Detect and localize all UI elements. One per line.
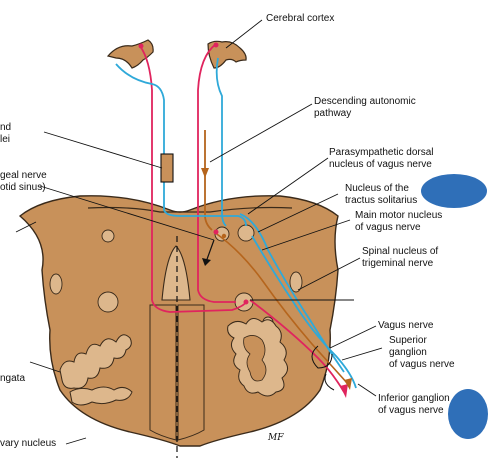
pyramid-right bbox=[177, 304, 205, 441]
red-pathway-right bbox=[197, 43, 236, 303]
label-left-1a: nd bbox=[0, 122, 12, 133]
olivary-nucleus-left bbox=[59, 334, 132, 389]
red-pathway-left bbox=[139, 45, 247, 313]
olivary-nucleus-right-inner bbox=[243, 335, 267, 382]
label-superior-3: of vagus nerve bbox=[389, 359, 455, 370]
central-structure bbox=[161, 245, 191, 301]
motor-nucleus-dot bbox=[243, 299, 249, 305]
pyramid-left bbox=[149, 304, 177, 441]
highlight-box bbox=[160, 153, 174, 183]
label-main-motor-2: of vagus nerve bbox=[355, 222, 421, 233]
label-main-motor-1: Main motor nucleus bbox=[355, 210, 443, 221]
red-arrowhead bbox=[340, 384, 348, 398]
label-superior-2: ganglion bbox=[389, 347, 427, 358]
dorsal-nucleus-dot-red bbox=[213, 229, 219, 235]
glossopharyngeal-arrowhead bbox=[202, 258, 211, 266]
label-parasym-2: nucleus of vagus nerve bbox=[329, 159, 432, 170]
red-dot-right bbox=[213, 42, 219, 48]
nucleus-left-side bbox=[49, 273, 63, 295]
label-solitarius-2: tractus solitarius bbox=[345, 195, 418, 206]
nucleus-left-top bbox=[101, 229, 115, 243]
red-vagus-efferent bbox=[249, 299, 345, 393]
label-left-3: ngata bbox=[0, 373, 26, 384]
left-cortex-fragment bbox=[106, 39, 154, 69]
label-cerebral-cortex: Cerebral cortex bbox=[266, 13, 335, 24]
nucleus-spinal-trigeminal bbox=[289, 271, 303, 293]
label-left-2a: geal nerve bbox=[0, 170, 47, 181]
dorsal-nucleus-dot-brown bbox=[221, 233, 227, 239]
label-spinal-1: Spinal nucleus of bbox=[362, 246, 439, 257]
descending-autonomic-pathway bbox=[204, 130, 213, 231]
label-solitarius-1: Nucleus of the bbox=[345, 183, 409, 194]
superior-ganglion-loop bbox=[311, 345, 333, 369]
brown-arrowhead bbox=[344, 378, 352, 390]
label-descending-2: pathway bbox=[314, 108, 352, 119]
blue-pathway-left bbox=[115, 63, 247, 227]
label-inferior-2: of vagus nerve bbox=[378, 405, 444, 416]
label-left-2b: otid sinus) bbox=[0, 182, 46, 193]
label-superior-1: Superior bbox=[389, 335, 427, 346]
decorative-blob-top bbox=[421, 174, 487, 208]
red-dot-left bbox=[138, 43, 144, 49]
glossopharyngeal-pointer bbox=[205, 239, 215, 263]
label-vagus-nerve: Vagus nerve bbox=[378, 320, 434, 331]
blue-vagus-afferent-2 bbox=[251, 235, 357, 389]
descending-pathway-arrow bbox=[201, 168, 209, 178]
label-parasym-1: Parasympathetic dorsal bbox=[329, 147, 434, 158]
leader-lines bbox=[15, 19, 383, 445]
olivary-nucleus-left-lower bbox=[69, 386, 133, 406]
label-left-1b: lei bbox=[0, 134, 11, 145]
nucleus-tractus-solitarius bbox=[237, 224, 255, 242]
label-spinal-2: trigeminal nerve bbox=[362, 258, 434, 269]
label-descending-1: Descending autonomic bbox=[314, 96, 416, 107]
nucleus-left-mid bbox=[97, 291, 119, 313]
fourth-ventricle-floor bbox=[87, 206, 293, 213]
decorative-blob-bottom bbox=[448, 389, 488, 439]
inferior-ganglion-loop bbox=[324, 373, 335, 391]
artist-signature: MF bbox=[268, 433, 284, 443]
label-inferior-1: Inferior ganglion bbox=[378, 393, 450, 404]
brown-vagus-efferent bbox=[213, 231, 349, 385]
label-left-4: vary nucleus bbox=[0, 438, 57, 449]
